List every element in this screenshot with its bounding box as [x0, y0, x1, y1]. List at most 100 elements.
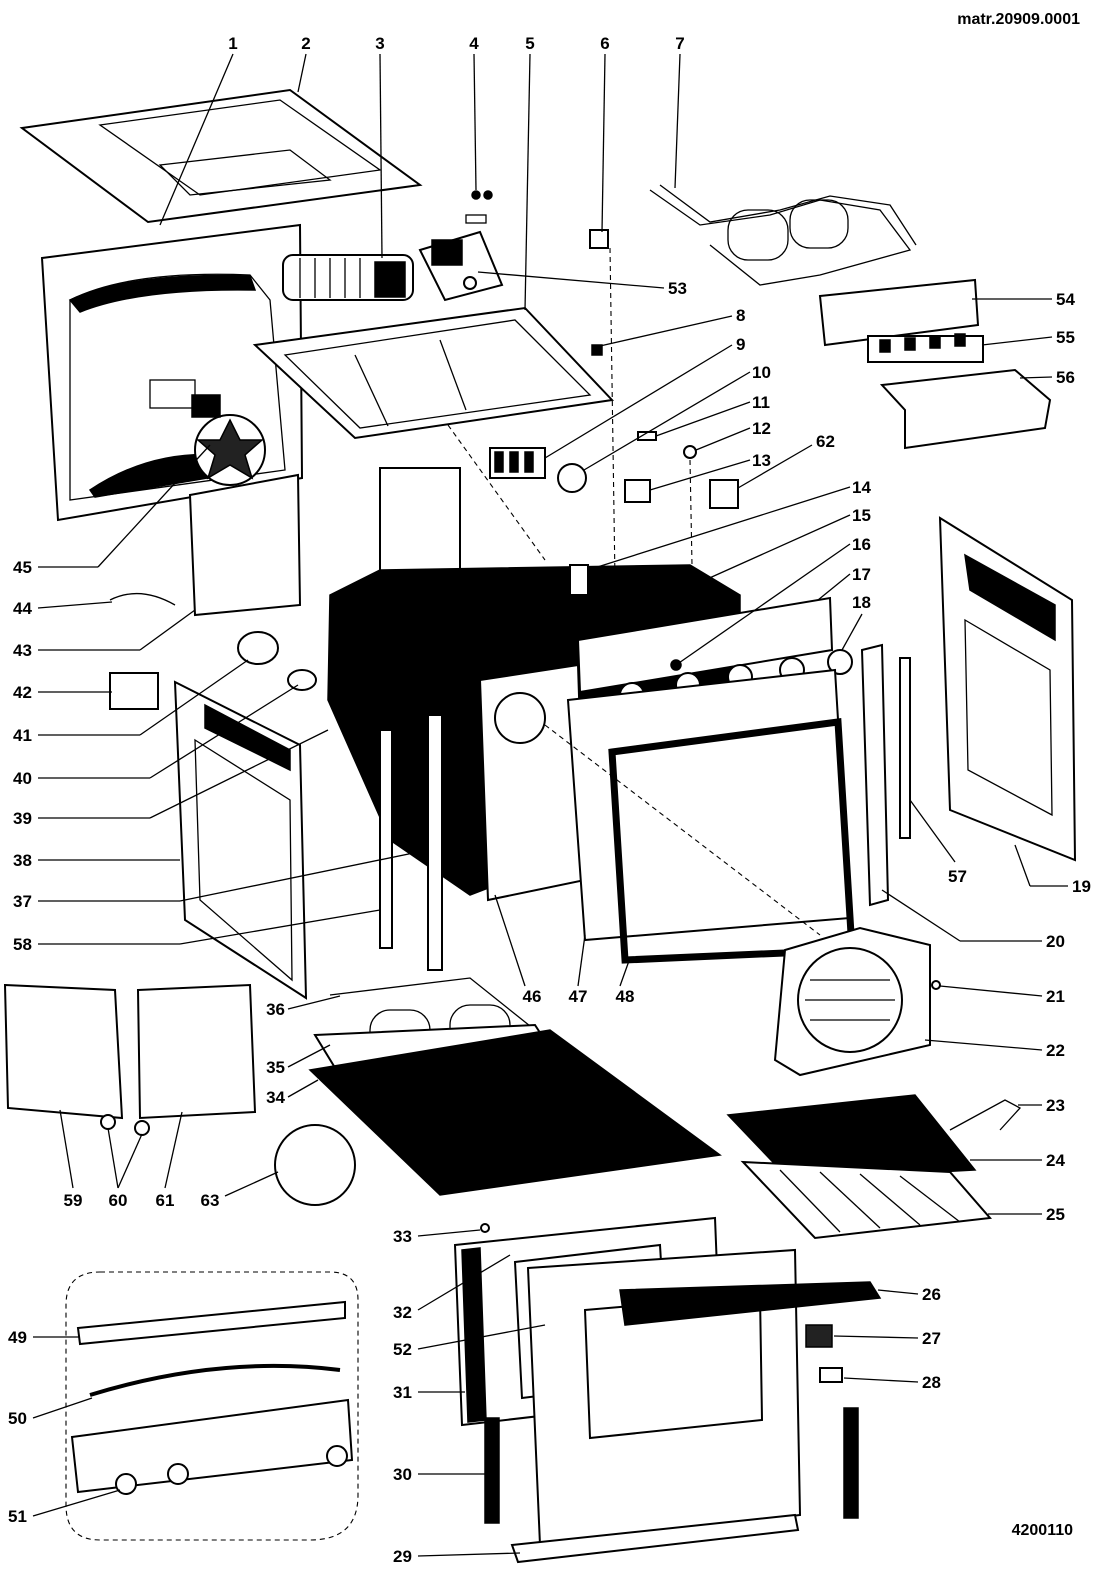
- label-8: 8: [736, 306, 745, 325]
- part-51-front-plate: [70, 1398, 354, 1494]
- part-2-top-cover: [19, 88, 423, 224]
- leader-61: [164, 1111, 183, 1189]
- label-41: 41: [13, 726, 32, 745]
- part-26-handle: [619, 1281, 882, 1326]
- label-16: 16: [852, 535, 871, 554]
- fan-motor-housing: [379, 467, 461, 579]
- leader-8: [599, 315, 733, 347]
- leader-44: [37, 601, 113, 609]
- leader-52: [417, 1324, 546, 1350]
- leader-46: [494, 894, 526, 987]
- label-53: 53: [668, 279, 687, 298]
- leader-17: [817, 573, 851, 601]
- label-55: 55: [1056, 328, 1075, 347]
- label-51: 51: [8, 1507, 27, 1526]
- part-4-screws: [465, 190, 493, 224]
- label-43: 43: [13, 641, 32, 660]
- label-9: 9: [736, 335, 745, 354]
- label-20: 20: [1046, 932, 1065, 951]
- label-14: 14: [852, 478, 871, 497]
- leader-59: [59, 1109, 74, 1189]
- label-48: 48: [616, 987, 635, 1006]
- label-44: 44: [13, 599, 32, 618]
- label-32: 32: [393, 1303, 412, 1322]
- leader-48: [619, 957, 631, 987]
- assembly-line-5: [447, 424, 546, 561]
- assembly-line-cavity: [544, 724, 821, 936]
- label-3: 3: [375, 34, 384, 53]
- label-49: 49: [8, 1328, 27, 1347]
- labels-layer: 1 2 3 4 5 6 7 53 54 8 55 9 56 10 11 12 6…: [8, 34, 1091, 1566]
- label-29: 29: [393, 1547, 412, 1566]
- label-12: 12: [752, 419, 771, 438]
- label-13: 13: [752, 451, 771, 470]
- leader-63: [224, 1171, 279, 1197]
- leader-60b: [117, 1133, 143, 1189]
- leader-45b: [97, 444, 211, 568]
- label-33: 33: [393, 1227, 412, 1246]
- label-25: 25: [1046, 1205, 1065, 1224]
- assembly-line-6: [609, 247, 616, 581]
- leader-14: [587, 486, 851, 571]
- leader-53: [477, 271, 665, 289]
- part-61-side-liner: [136, 983, 257, 1120]
- leader-26: [877, 1289, 919, 1295]
- leader-22: [924, 1039, 1043, 1051]
- leader-40b: [149, 684, 299, 779]
- label-39: 39: [13, 809, 32, 828]
- leader-13: [649, 459, 751, 491]
- leader-28: [843, 1377, 919, 1383]
- leader-57: [909, 799, 956, 863]
- leader-1: [159, 53, 234, 226]
- leader-37b: [179, 849, 429, 902]
- part-55-switches: [867, 333, 984, 363]
- part-59-side-liner: [3, 983, 124, 1120]
- part-60-clip-b: [134, 1120, 150, 1136]
- part-50-rod: [89, 1363, 341, 1397]
- label-60: 60: [109, 1191, 128, 1210]
- label-30: 30: [393, 1465, 412, 1484]
- leader-35: [287, 1044, 331, 1068]
- parts-layer: [3, 88, 1077, 1564]
- part-40-lamp-holder: [287, 669, 317, 691]
- leader-16: [675, 543, 851, 666]
- label-59: 59: [64, 1191, 83, 1210]
- label-47: 47: [569, 987, 588, 1006]
- label-40: 40: [13, 769, 32, 788]
- part-30-hinge-right: [843, 1407, 859, 1519]
- leader-33: [417, 1229, 481, 1237]
- leader-50: [32, 1397, 93, 1419]
- label-50: 50: [8, 1409, 27, 1428]
- label-54: 54: [1056, 290, 1075, 309]
- assembly-line-12: [689, 459, 693, 566]
- label-24: 24: [1046, 1151, 1065, 1170]
- part-20-side-runner: [860, 643, 890, 907]
- label-6: 6: [600, 34, 609, 53]
- part-47-front-frame: [566, 668, 852, 942]
- label-18: 18: [852, 593, 871, 612]
- part-3-convection-unit: [282, 254, 414, 301]
- label-35: 35: [266, 1058, 285, 1077]
- leader-55: [981, 336, 1053, 346]
- label-63: 63: [201, 1191, 220, 1210]
- label-4: 4: [469, 34, 479, 53]
- part-24-baking-tray: [726, 1094, 977, 1181]
- leader-62: [737, 444, 813, 489]
- label-2: 2: [301, 34, 310, 53]
- part-12-lamp: [683, 445, 697, 459]
- part-34-bottom-plate: [308, 1029, 722, 1196]
- leader-11: [655, 401, 751, 437]
- part-58-strip: [379, 729, 393, 949]
- leader-34: [287, 1079, 319, 1098]
- label-57: 57: [948, 867, 967, 886]
- label-38: 38: [13, 851, 32, 870]
- label-31: 31: [393, 1383, 412, 1402]
- label-42: 42: [13, 683, 32, 702]
- leader-60a: [107, 1127, 119, 1189]
- leader-10: [583, 371, 751, 471]
- part-13-switch: [624, 479, 651, 503]
- leader-21: [939, 985, 1043, 997]
- leader-56: [1019, 376, 1053, 379]
- leader-41b: [139, 659, 249, 736]
